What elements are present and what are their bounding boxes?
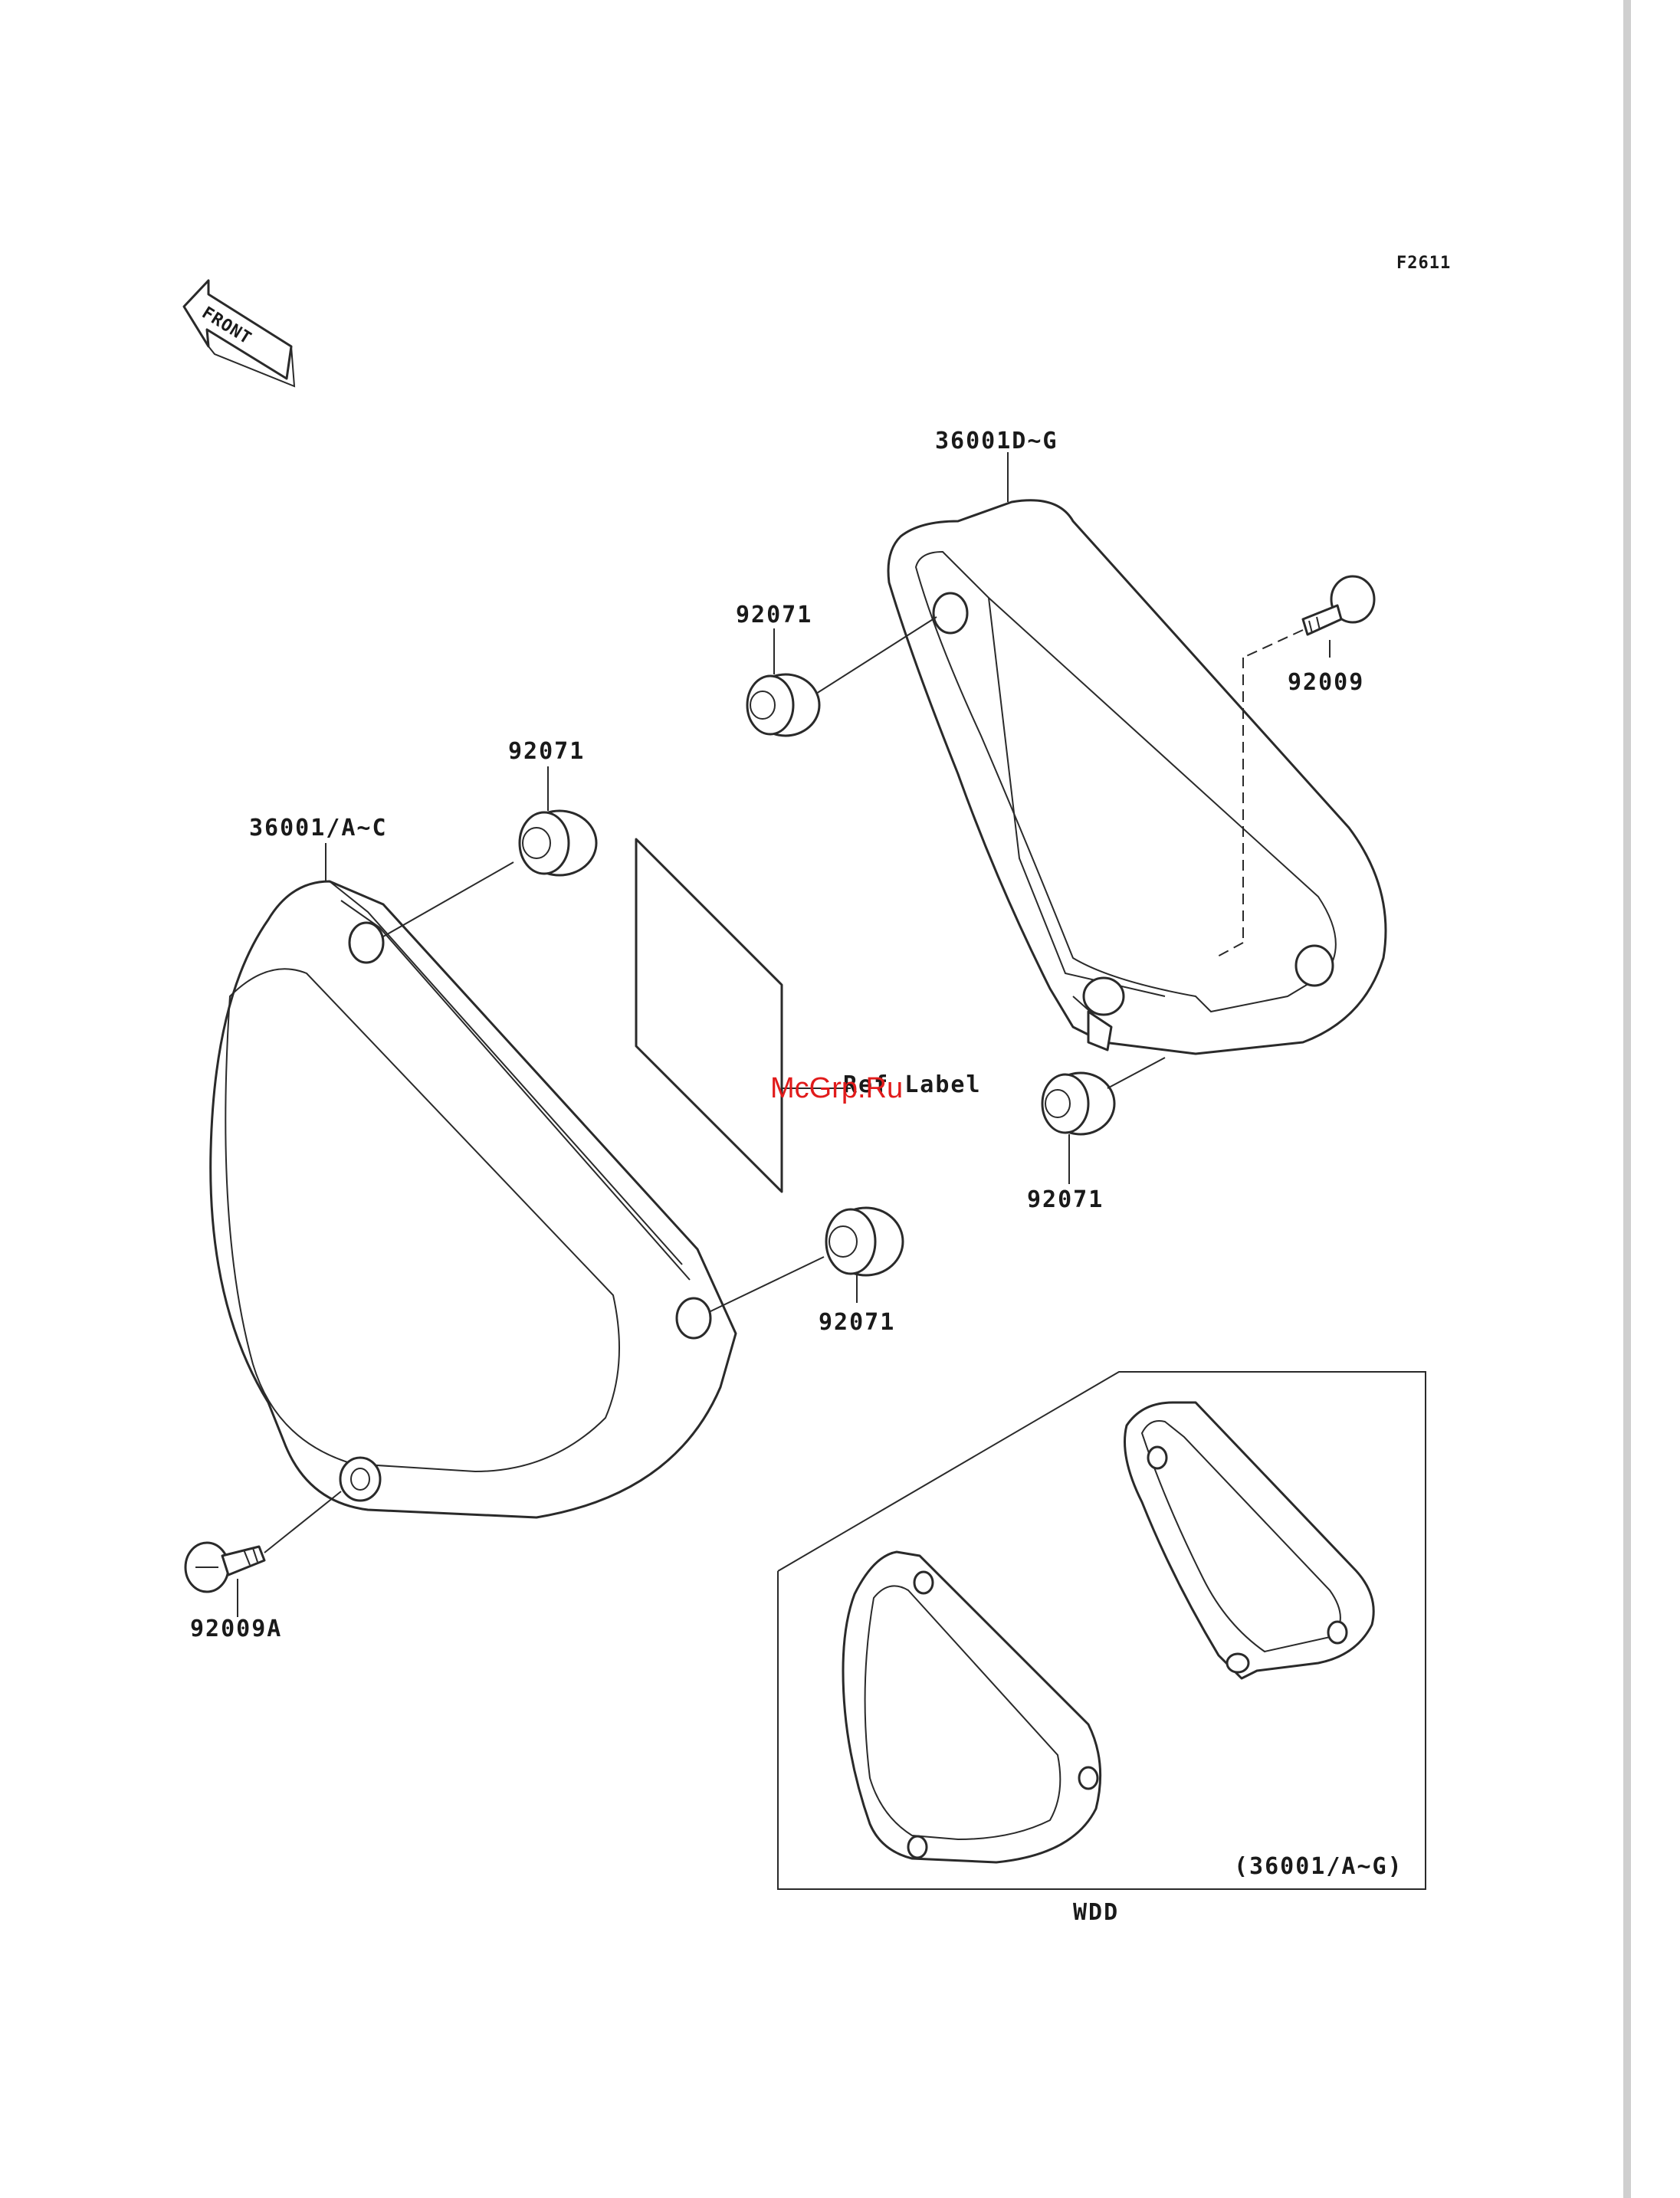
label-cover-right: 36001D~G: [935, 428, 1058, 454]
label-grommet-left-top: 92071: [508, 738, 585, 765]
inset-view: (36001/A~G): [778, 1372, 1426, 1889]
label-cover-left: 36001/A~C: [249, 815, 388, 841]
right-side-cover: [888, 500, 1386, 1054]
label-grommet-right-top: 92071: [736, 602, 812, 628]
grommet-left-top: [520, 811, 596, 875]
label-inset-part: (36001/A~G): [1234, 1853, 1403, 1880]
bolt-left: [185, 1543, 264, 1592]
bolt-right: [1303, 576, 1374, 635]
label-bolt-right: 92009: [1288, 669, 1364, 696]
grommet-left-bottom: [826, 1208, 903, 1275]
watermark: McGrp.Ru: [770, 1072, 903, 1104]
grommet-right-bottom: [1042, 1073, 1114, 1134]
ref-label-sticker: [636, 839, 782, 1192]
label-bolt-left: 92009A: [190, 1616, 282, 1642]
figure-code: F2611: [1396, 254, 1451, 273]
label-grommet-right-bottom: 92071: [1027, 1186, 1104, 1213]
front-arrow-icon: FRONT: [184, 280, 294, 386]
label-inset-caption: WDD: [1073, 1899, 1119, 1926]
label-grommet-left-bottom: 92071: [819, 1309, 895, 1336]
grommet-right-top: [747, 674, 819, 736]
